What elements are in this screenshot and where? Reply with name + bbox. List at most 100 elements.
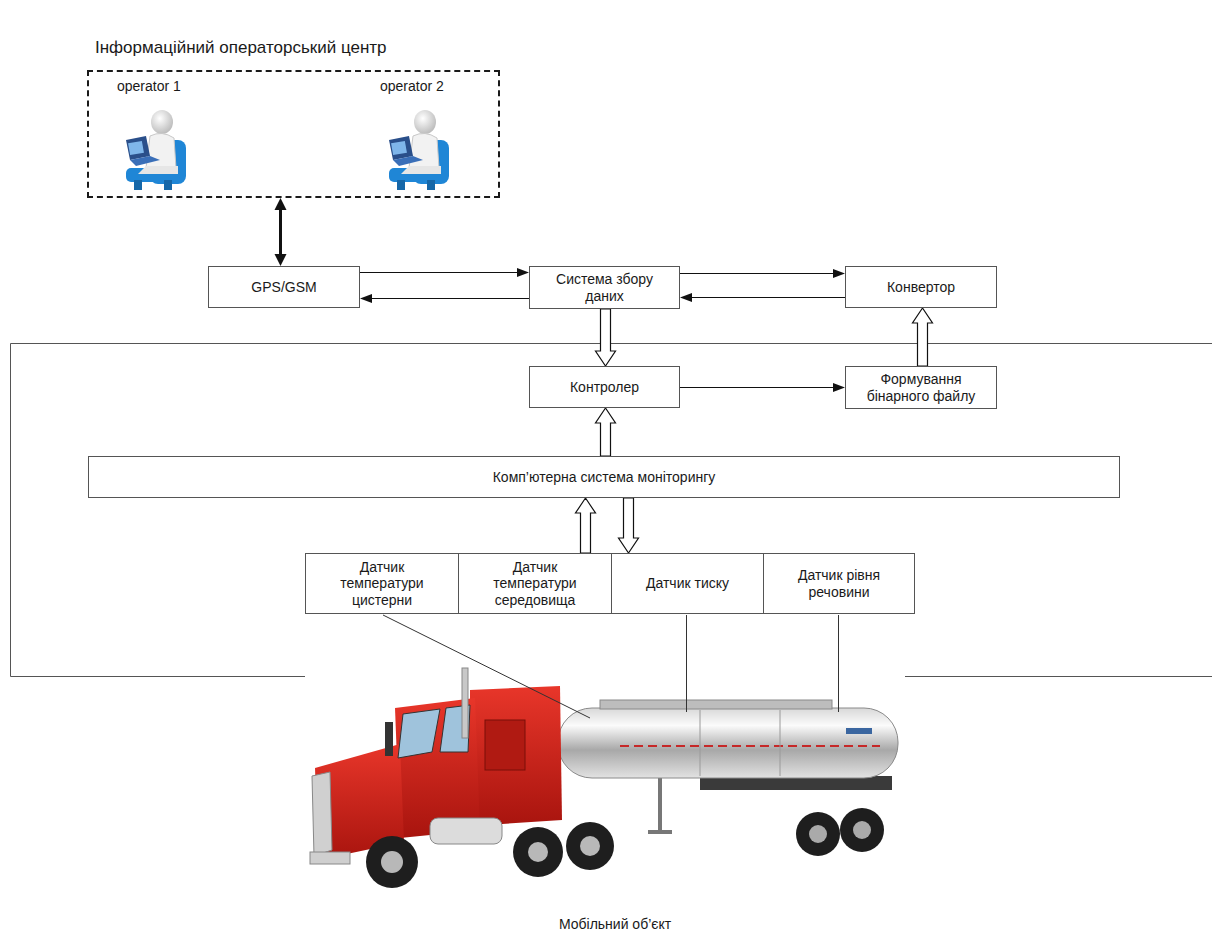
process-box: Формування бінарного файлу (845, 366, 997, 409)
truck-illustration (600, 700, 832, 709)
truck-illustration (796, 812, 840, 856)
sensor-box: Датчик температури цистерни (305, 553, 459, 614)
text-wrap: Датчик температури цистерни (330, 559, 434, 607)
connector-arrow (275, 198, 287, 266)
system-bar: Комп’ютерна система моніторингу (88, 456, 1120, 498)
text-wrap: Датчик температури середовища (483, 559, 587, 607)
truck-illustration (312, 772, 332, 856)
truck-illustration (305, 668, 905, 900)
connector-arrow (360, 268, 529, 277)
truck-illustration (305, 668, 905, 900)
truck-illustration (700, 710, 701, 776)
connector-arrow (680, 293, 845, 302)
operator-icon (389, 110, 449, 190)
connector-arrow (680, 269, 845, 278)
truck-illustration (580, 836, 600, 856)
block-arrow (619, 498, 639, 553)
process-box: Конвертор (845, 266, 997, 308)
truck-illustration (566, 822, 614, 870)
truck-illustration (620, 745, 880, 747)
process-box: GPS/GSM (208, 266, 360, 308)
truck-illustration (853, 821, 871, 839)
box-label: Датчик тиску (646, 575, 729, 591)
block-arrow (596, 408, 616, 456)
text-wrap: Система збору даних (536, 271, 673, 303)
box-label: Формування бінарного файлу (852, 371, 990, 403)
diagram-title: Інформаційний операторський центр (95, 38, 387, 58)
box-label: Датчик температури цистерни (330, 559, 434, 607)
operator-icon (126, 110, 186, 190)
text-wrap: GPS/GSM (251, 279, 316, 295)
box-label: Датчик температури середовища (483, 559, 587, 607)
truck-illustration (470, 686, 562, 826)
truck-illustration (558, 708, 898, 778)
operator-icon (126, 110, 449, 190)
sensor-leader-line (686, 615, 687, 712)
text-wrap: Комп’ютерна система моніторингу (493, 469, 716, 485)
block-arrow (913, 308, 933, 366)
connector-arrow (360, 294, 372, 303)
block-arrow (576, 498, 596, 553)
truck-illustration (310, 852, 350, 864)
text-wrap: Контролер (570, 379, 639, 395)
sensor-box: Датчик рівня речовини (763, 553, 915, 614)
connector-arrow (517, 268, 529, 277)
block-arrow (596, 309, 616, 366)
truck-illustration (846, 728, 872, 734)
process-box: Контролер (529, 366, 680, 408)
text-wrap: Датчик тиску (646, 575, 729, 591)
truck-illustration (366, 836, 418, 888)
truck-illustration (658, 778, 662, 832)
connector-arrow (680, 383, 845, 392)
connector-arrow (279, 209, 282, 255)
truck-illustration (430, 818, 502, 844)
connector-arrow (360, 272, 518, 273)
block-arrow (576, 498, 596, 553)
truck-illustration (780, 710, 781, 776)
box-label: operator 1 (117, 78, 181, 94)
text-wrap: Формування бінарного файлу (852, 371, 990, 403)
caption-label: Мобільний об’єкт (465, 916, 765, 932)
truck-illustration (485, 720, 525, 770)
block-arrow (596, 309, 616, 366)
connector-arrow (360, 294, 529, 303)
sensor-leader-line (383, 615, 590, 718)
connector-arrow (275, 254, 287, 266)
truck-illustration (513, 827, 563, 877)
box-label: Система збору даних (536, 271, 673, 303)
truck-illustration (648, 830, 672, 834)
connector-arrow (691, 297, 845, 298)
truck-illustration (462, 668, 468, 738)
connector-arrow (680, 293, 692, 302)
operator-group: operator 1 operator 2 (87, 70, 500, 198)
truck-illustration (398, 709, 440, 758)
connector-arrow (680, 273, 834, 274)
box-label: Контролер (570, 379, 639, 395)
truck-illustration (528, 842, 548, 862)
region-outline (11, 344, 1212, 677)
box-label: GPS/GSM (251, 279, 316, 295)
connector-arrow (275, 198, 287, 210)
process-box: Система збору даних (529, 266, 680, 309)
connector-arrow (680, 387, 834, 388)
truck-illustration (840, 808, 884, 852)
connector-arrow (833, 269, 845, 278)
truck-illustration (809, 825, 827, 843)
text-wrap: Датчик рівня речовини (788, 567, 890, 599)
truck-illustration (381, 851, 403, 873)
connector-arrow (371, 298, 529, 299)
sensor-leader-line (383, 615, 839, 718)
block-arrow (913, 308, 933, 366)
block-arrow (619, 498, 639, 553)
block-arrow (596, 408, 616, 456)
box-label: operator 2 (380, 78, 444, 94)
box-label: Датчик рівня речовини (788, 567, 890, 599)
box-label: Комп’ютерна система моніторингу (493, 469, 716, 485)
sensor-leader-line (838, 615, 839, 712)
truck-illustration (385, 722, 393, 756)
text-wrap: Конвертор (887, 279, 955, 295)
connector-arrow (833, 383, 845, 392)
sensor-box: Датчик температури середовища (458, 553, 612, 614)
box-label: Конвертор (887, 279, 955, 295)
sensor-box: Датчик тиску (611, 553, 764, 614)
